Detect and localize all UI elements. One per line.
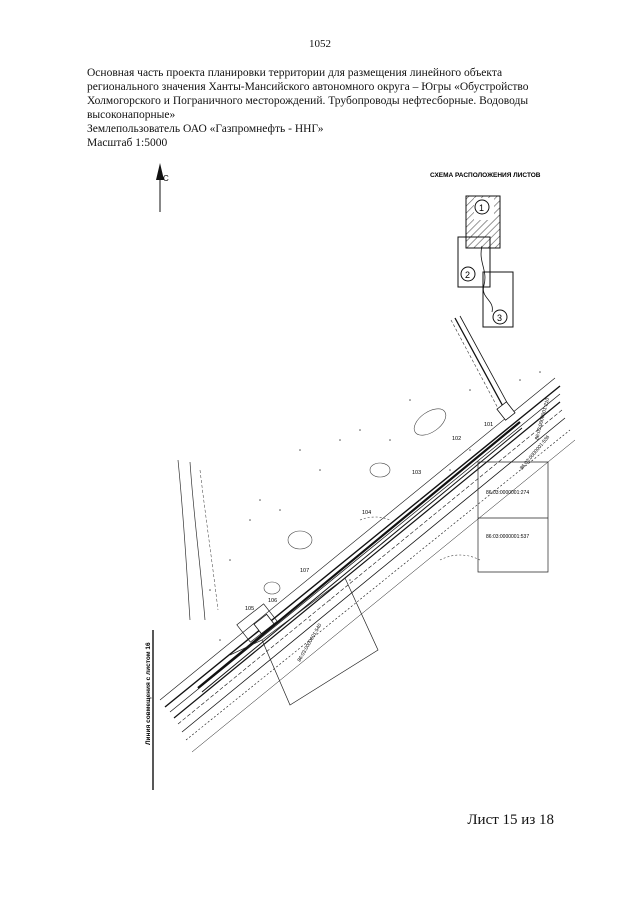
parcel-labels: 86:03:0000001:274 86:03:0000001:537 86:0… <box>297 397 552 663</box>
sheet-layout-scheme: СХЕМА РАСПОЛОЖЕНИЯ ЛИСТОВ 1 2 3 <box>430 172 541 328</box>
pipeline-corridor <box>159 377 576 753</box>
parcel-label: 86:03:0000001:210 <box>534 397 551 440</box>
picket-label: 101 <box>484 422 493 428</box>
feeder-lines <box>450 315 511 413</box>
terrain-features <box>263 408 481 595</box>
page-number: 1052 <box>309 38 331 50</box>
picket-label: 102 <box>452 436 461 442</box>
picket-label: 103 <box>412 470 421 476</box>
match-line-label: Линия совмещения с листом 16 <box>145 642 152 745</box>
scheme-sheet-3: 3 <box>497 313 502 323</box>
parcel-label: 86:03:0000001:274 <box>486 490 529 496</box>
map-scale: Масштаб 1:5000 <box>87 137 168 149</box>
match-line: Линия совмещения с листом 16 <box>145 630 154 790</box>
document-title: Основная часть проекта планировки террит… <box>87 67 529 121</box>
picket-label: 106 <box>268 598 277 604</box>
scheme-title: СХЕМА РАСПОЛОЖЕНИЯ ЛИСТОВ <box>430 172 541 179</box>
land-user: Землепользователь ОАО «Газпромнефть - НН… <box>87 123 324 135</box>
parcel-label: 86:03:0000001:537 <box>486 534 529 540</box>
scheme-sheet-1: 1 <box>479 203 484 213</box>
picket-label: 104 <box>362 510 371 516</box>
terrain-dots <box>209 371 541 641</box>
parcel-label: 86:03:0000001:540 <box>297 622 324 663</box>
picket-label: 105 <box>245 606 254 612</box>
side-road <box>177 459 219 621</box>
picket-labels: 107 106 105 104 103 102 101 <box>245 422 493 612</box>
sheet-number: Лист 15 из 18 <box>467 812 554 828</box>
north-label: С <box>163 174 169 183</box>
picket-label: 107 <box>300 568 309 574</box>
crossing-nodes <box>253 401 516 635</box>
scheme-sheet-2: 2 <box>465 270 470 280</box>
document-header: Основная часть проекта планировки террит… <box>87 66 557 150</box>
north-arrow: С <box>156 163 169 212</box>
